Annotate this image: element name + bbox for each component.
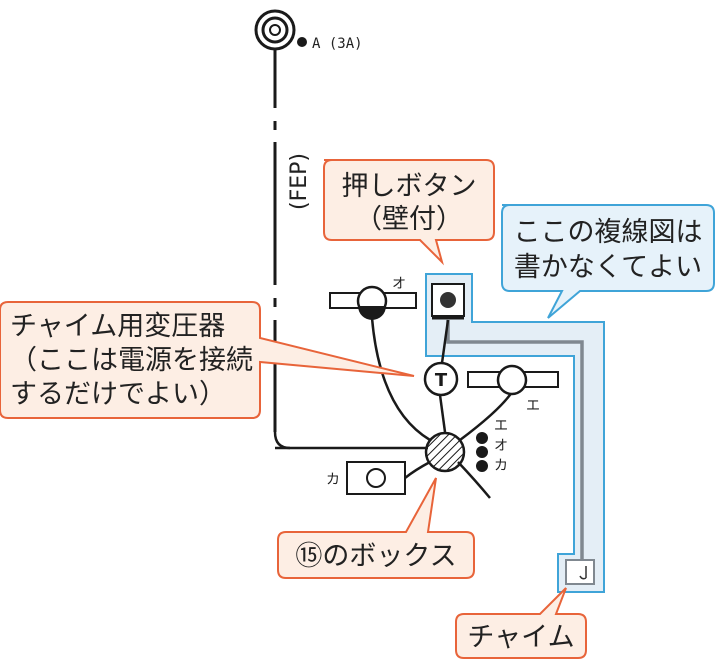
callout-push-button-line2: （壁付） [355,204,463,235]
bottom-left-fixture [346,461,406,495]
callout-no-double-line-line1: ここの複線図は [514,217,703,248]
junction-box-symbol [424,431,466,473]
box-to-bottom-right-wire [457,461,491,499]
callout-chime-transformer-line1: チャイム用変圧器 [10,311,225,342]
highlight-region [425,273,605,593]
callout-chime-transformer-line2: （ここは電源を接続 [10,345,253,376]
source-label: A (3A) [312,36,363,52]
box-to-bottom-fixture-wire [404,460,431,479]
callout-box-text: ⑮のボックス [295,541,456,572]
callout-push-button-line1: 押しボタン [342,171,477,202]
transformer-to-button-wire [440,319,450,364]
power-source-symbol [254,9,307,51]
callout-chime: チャイム [455,587,587,659]
box-to-right-light-wire [459,391,514,441]
feed-corner [273,431,291,450]
push-button-to-chime-wire [446,320,584,560]
chime-transformer-symbol: T [423,361,459,397]
box-side-markers [476,432,488,472]
box-to-left-light-wire [370,317,431,442]
callout-box: ⑮のボックス [277,477,475,579]
push-button-symbol [431,283,465,320]
light-fixture-top-left [329,285,417,320]
callout-push-button: 押しボタン （壁付） [323,159,495,266]
callout-chime-text: チャイム [467,622,574,653]
light-fixture-right [467,364,559,396]
callout-no-double-line-line2: 書かなくてよい [514,252,702,283]
transformer-symbol-text: T [435,370,448,391]
box-to-transformer-wire [438,394,447,433]
chime-symbol [565,559,595,585]
box-side-label-ka: カ [494,458,508,474]
light-right-label: エ [526,398,540,414]
light-top-left-label: オ [392,276,406,292]
callout-chime-transformer: チャイム用変圧器 （ここは電源を接続 するだけでよい） [0,301,415,419]
wiring-lines [273,48,514,499]
bottom-left-fixture-label: カ [326,472,340,488]
conduit-label: (FEP) [287,153,312,210]
source-dot [297,37,307,47]
box-side-label-e: エ [494,418,508,434]
callout-chime-transformer-line3: するだけでよい） [10,379,226,410]
callout-no-double-line: ここの複線図は 書かなくてよい [501,204,715,319]
box-side-label-o: オ [494,438,508,454]
